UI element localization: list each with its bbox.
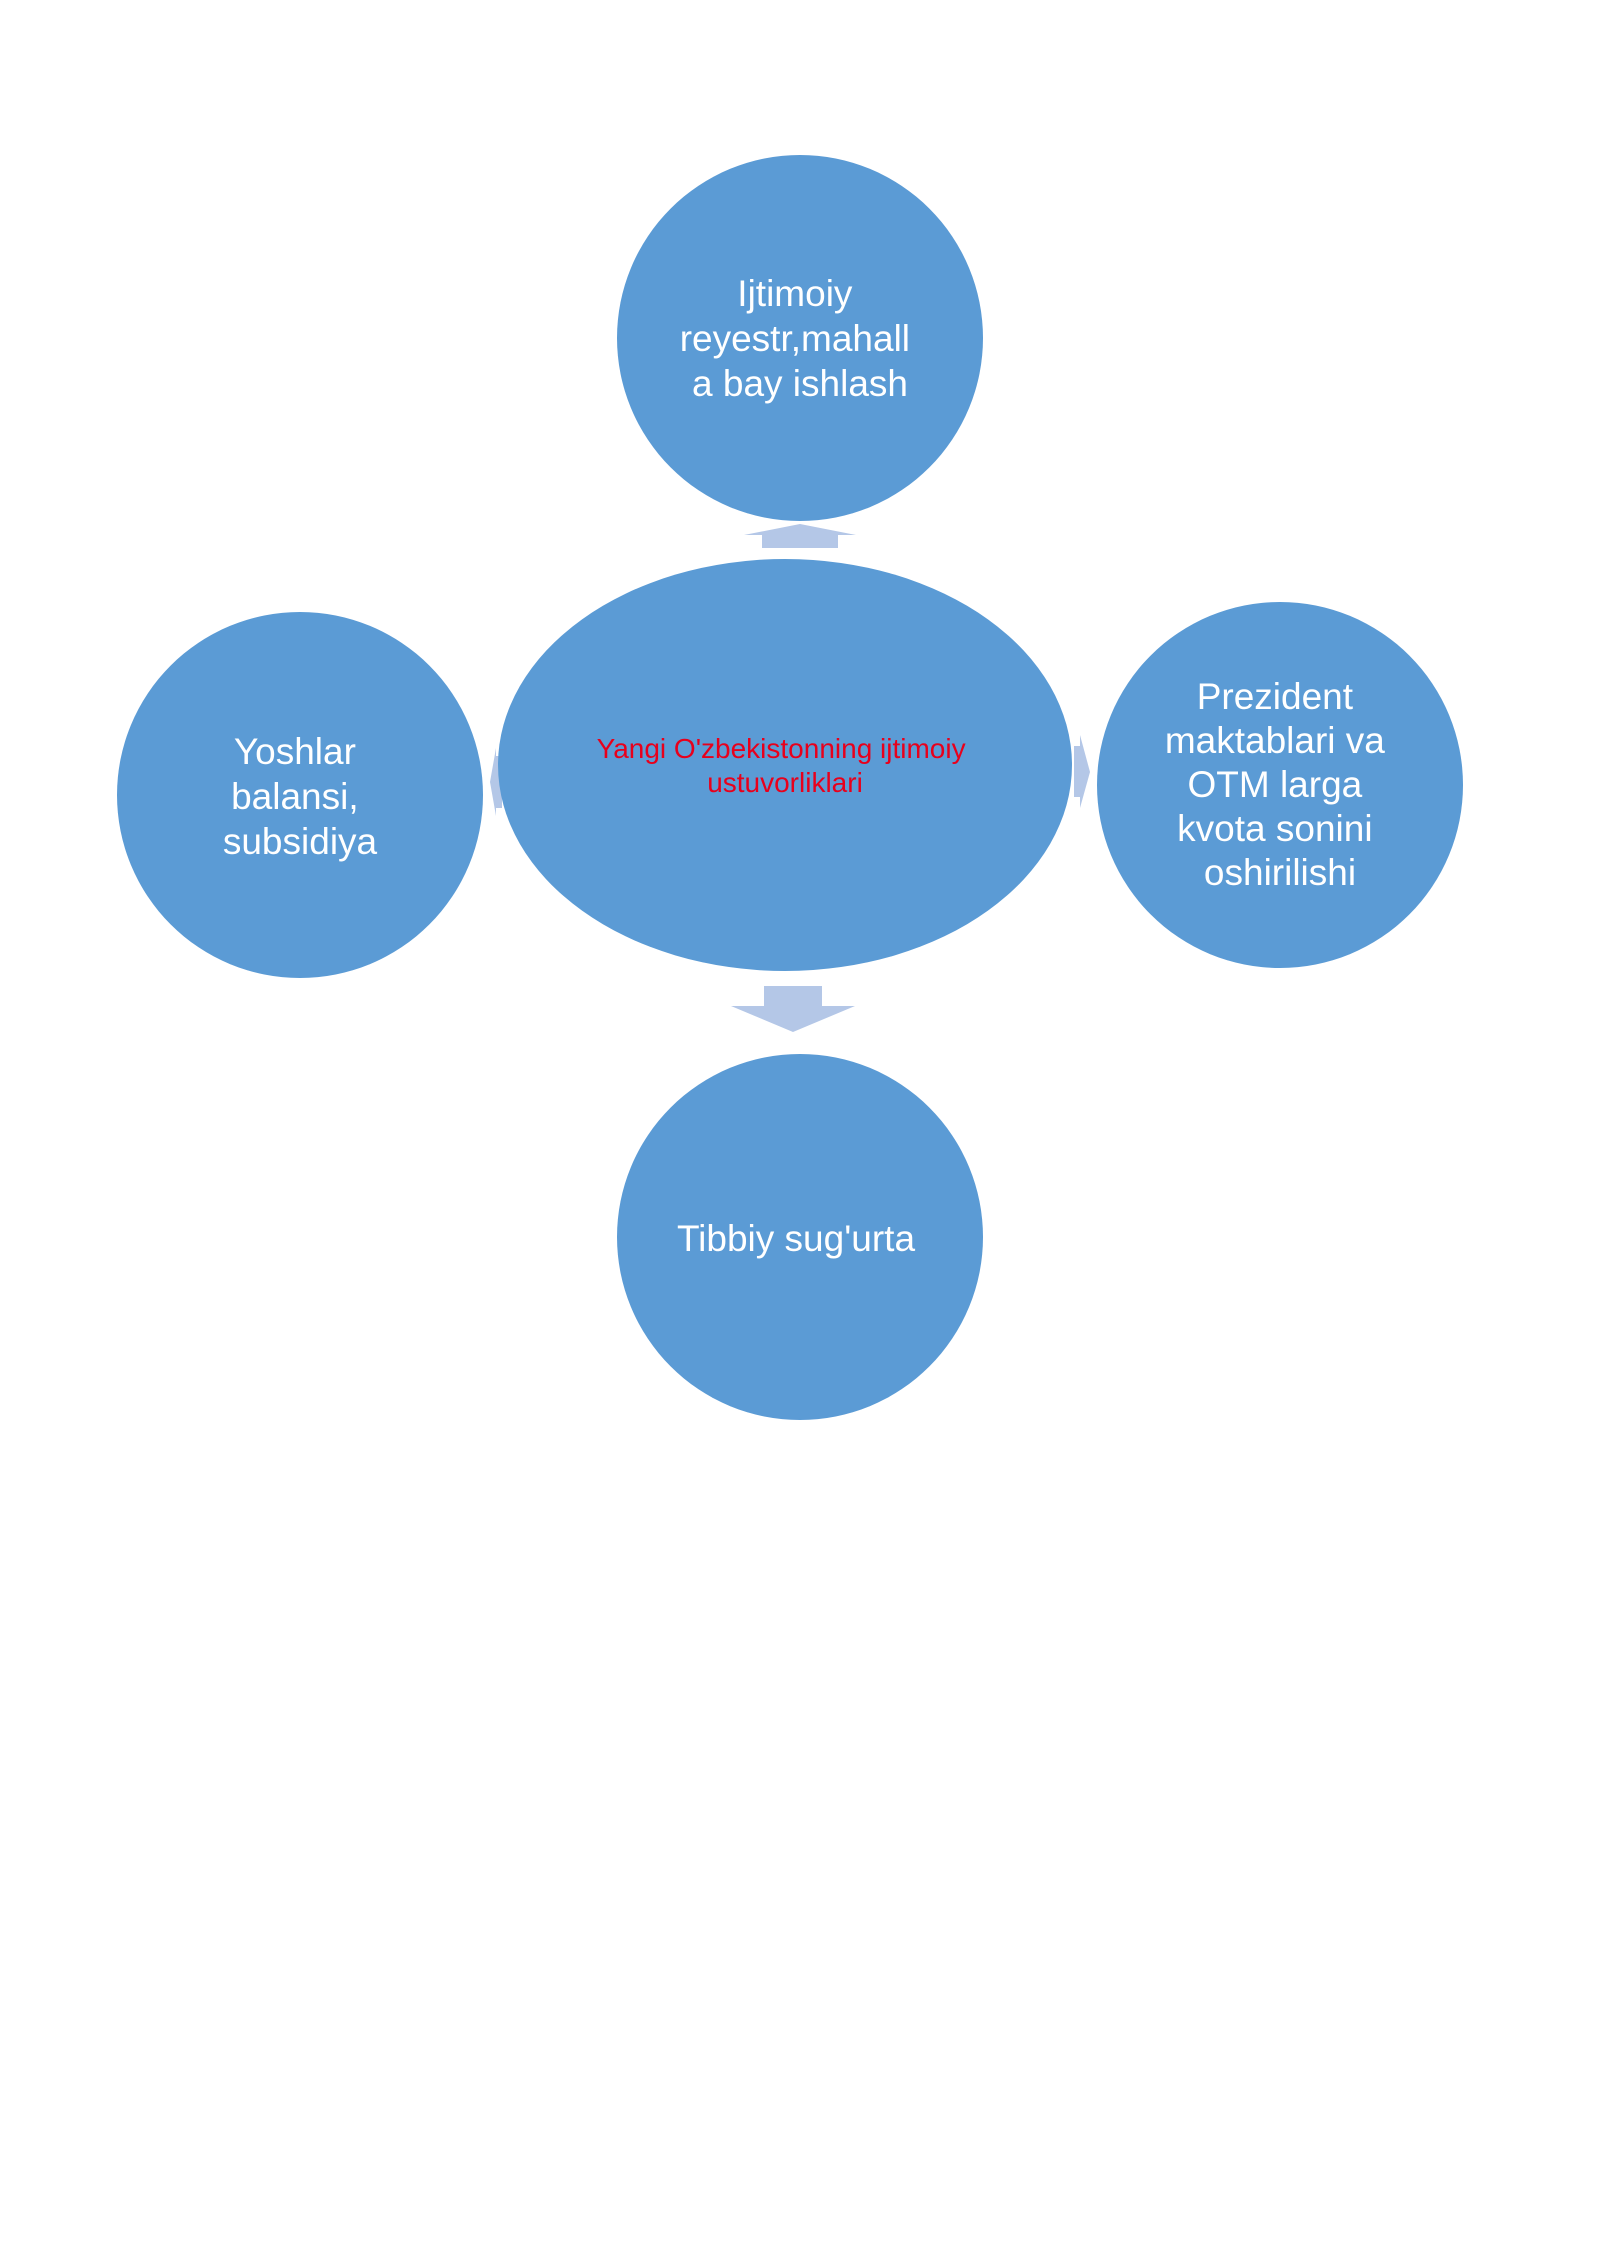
node-left-circle: [117, 612, 483, 978]
arrow-up-icon: [744, 524, 856, 548]
center-ellipse: [498, 559, 1072, 971]
arrow-right-icon: [1074, 735, 1090, 808]
node-top-label: Ijtimoiy reyestr,mahall a bay ishlash: [680, 273, 921, 404]
node-bottom-line: Tibbiy sug'urta: [677, 1218, 916, 1259]
node-top-line: reyestr,mahall: [680, 318, 910, 359]
node-left-line: balansi,: [231, 776, 359, 817]
center-line: Yangi O'zbekistonning ijtimoiy: [597, 733, 966, 764]
node-bottom-circle: [617, 1054, 983, 1420]
node-bottom-label: Tibbiy sug'urta: [677, 1218, 916, 1259]
node-right-line: kvota sonini: [1177, 808, 1372, 849]
node-right-line: OTM larga: [1187, 764, 1362, 805]
arrow-down-icon: [731, 986, 855, 1032]
node-right-circle: [1097, 602, 1463, 968]
center-line: ustuvorliklari: [707, 767, 863, 798]
node-left-line: subsidiya: [223, 821, 378, 862]
node-right-line: Prezident: [1197, 676, 1354, 717]
node-left-label: Yoshlar balansi, subsidiya: [223, 731, 378, 862]
node-right-line: oshirilishi: [1204, 852, 1356, 893]
node-right-line: maktablari va: [1165, 720, 1385, 761]
node-top-line: Ijtimoiy: [737, 273, 853, 314]
node-left-line: Yoshlar: [234, 731, 356, 772]
node-right-label: Prezident maktablari va OTM larga kvota …: [1165, 676, 1395, 893]
node-top-circle: [617, 155, 983, 521]
node-top-line: a bay ishlash: [692, 363, 908, 404]
center-label: Yangi O'zbekistonning ijtimoiy ustuvorli…: [597, 733, 974, 798]
